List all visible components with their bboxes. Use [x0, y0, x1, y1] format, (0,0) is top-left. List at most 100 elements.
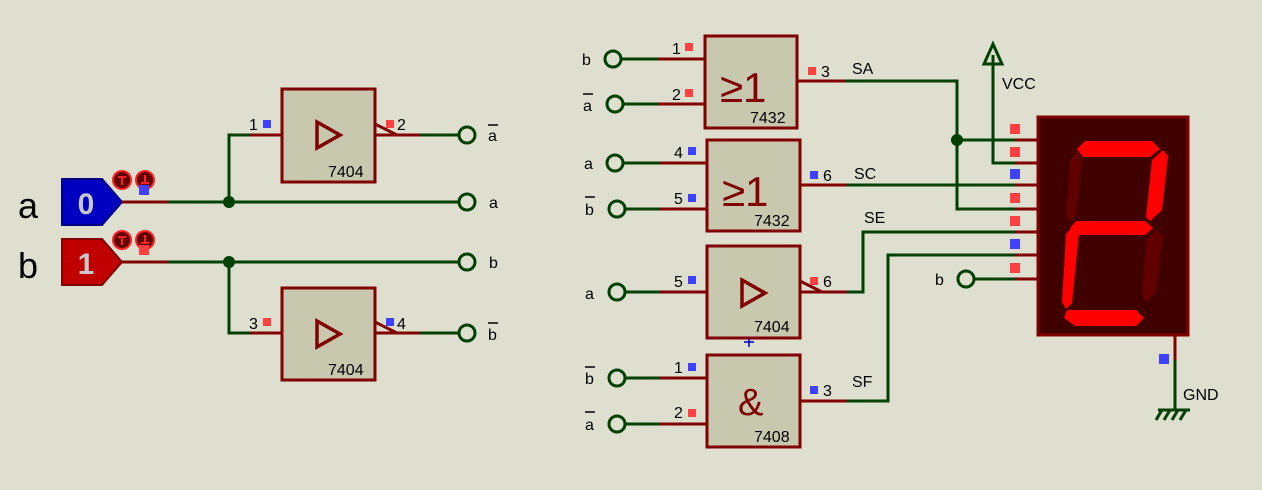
wire-se[interactable]	[847, 230, 1015, 294]
terminal-label: a	[585, 417, 594, 434]
pin-number: 1	[672, 41, 681, 58]
net-label: SA	[852, 61, 874, 78]
segment-f	[1066, 151, 1082, 222]
logic-state-box-b[interactable]	[61, 238, 124, 286]
cursor-crosshair-icon	[744, 339, 754, 347]
pin-state-high	[386, 120, 394, 128]
terminal-input[interactable]	[605, 94, 625, 114]
logic-state-box-a[interactable]	[61, 178, 124, 226]
terminal-label: b	[585, 202, 594, 219]
pin-number: 5	[674, 191, 683, 208]
or-symbol: ≥1	[720, 64, 766, 111]
pin-number: 2	[674, 405, 683, 422]
vcc-power-terminal[interactable]: VCC	[981, 40, 1036, 93]
pin-state-high	[685, 43, 693, 51]
terminal-input[interactable]	[607, 414, 627, 434]
chip-body[interactable]	[703, 34, 799, 130]
gate-7408-sf[interactable]: b 1 a 2 & 7408 3 SF	[585, 353, 873, 449]
left-terminals: a a b b	[457, 124, 498, 344]
pin-state-high	[810, 277, 818, 285]
terminal-a[interactable]	[457, 192, 477, 212]
toggle-down-glyph	[141, 175, 149, 184]
terminal-label: a	[488, 128, 497, 145]
wire-b-to-not[interactable]	[227, 262, 250, 335]
gate-7404-u1b[interactable]: 7404 3 4	[249, 286, 420, 382]
pin-state-high	[808, 67, 816, 75]
chip-body[interactable]	[280, 286, 377, 382]
chip-body[interactable]	[280, 87, 377, 184]
pin-number: 4	[397, 316, 406, 333]
terminal-not-a[interactable]	[457, 125, 477, 145]
routing-wires	[845, 55, 1015, 403]
pin-state-low	[263, 120, 271, 128]
gnd-label: GND	[1183, 387, 1219, 404]
input-label-a: a	[18, 185, 39, 226]
terminal-input[interactable]	[607, 199, 627, 219]
wire-a-to-not[interactable]	[227, 133, 250, 202]
wire-sa[interactable]	[845, 79, 1015, 211]
terminal-not-b[interactable]	[457, 323, 477, 343]
gate-7432-sa[interactable]: b 1 a 2 ≥1 7432 3 SA	[582, 34, 874, 130]
gate-7404-u1a[interactable]: 7404 1 2	[249, 87, 420, 184]
pin-number: 6	[823, 168, 832, 185]
inverter-bubble-mark	[374, 320, 398, 335]
terminal-input[interactable]	[605, 153, 625, 173]
wire-vcc[interactable]	[991, 55, 1015, 165]
terminal-label: a	[489, 195, 498, 212]
pin-number: 3	[823, 383, 832, 400]
pin-state-high	[1010, 124, 1020, 134]
terminal-label: a	[583, 98, 592, 115]
terminal-label: b	[582, 52, 591, 69]
net-label: SC	[854, 166, 876, 183]
terminal-input[interactable]	[603, 49, 623, 69]
pin-state-low	[139, 185, 149, 195]
segment-e	[1062, 225, 1079, 309]
pin-number: 1	[674, 360, 683, 377]
terminal-label: b	[488, 327, 497, 344]
chip-body[interactable]	[705, 353, 802, 449]
terminal-input[interactable]	[607, 368, 627, 388]
logic-input-b[interactable]: b 1	[18, 230, 155, 286]
part-number: 7404	[328, 164, 364, 181]
pin-state-low	[1010, 169, 1020, 179]
buffer-triangle-icon	[740, 277, 769, 309]
pin-number: 6	[823, 274, 832, 291]
pin-number: 2	[672, 87, 681, 104]
toggle-up-glyph	[118, 176, 126, 185]
display-pins	[1010, 124, 1038, 281]
pin-state-low	[386, 318, 394, 326]
pin-number: 3	[821, 64, 830, 81]
pin-number: 5	[674, 274, 683, 291]
pin-state-low	[810, 386, 818, 394]
input-label-b: b	[18, 245, 38, 286]
segment-a	[1077, 141, 1160, 157]
gate-7432-sc[interactable]: a 4 b 5 ≥1 7432 6 SC	[584, 138, 876, 233]
toggle-down-glyph	[141, 235, 149, 244]
chip-body[interactable]	[705, 138, 802, 233]
terminal-label: b	[935, 272, 944, 289]
pin-state-high	[1010, 193, 1020, 203]
gnd-terminal[interactable]: GND	[1154, 360, 1219, 421]
pin-state-low	[1159, 354, 1169, 364]
wire-sf[interactable]	[847, 253, 1015, 403]
terminal-b-display[interactable]	[956, 269, 976, 289]
net-label: SF	[852, 374, 873, 391]
terminal-input[interactable]	[607, 282, 627, 302]
terminal-b[interactable]	[457, 252, 477, 272]
vcc-label: VCC	[1002, 76, 1036, 93]
pin-state-high	[685, 89, 693, 97]
logic-input-a[interactable]: a 0	[18, 170, 155, 226]
terminal-label: a	[585, 286, 594, 303]
junction-dot	[223, 196, 235, 208]
left-wires	[168, 133, 460, 335]
gate-7404-se[interactable]: a 5 7404 6 SE	[585, 210, 885, 340]
inverter-bubble-mark	[799, 279, 823, 294]
buffer-triangle-icon	[315, 318, 344, 350]
toggle-up-glyph	[118, 236, 126, 245]
chip-body[interactable]	[705, 244, 802, 340]
pin-number: 3	[249, 316, 258, 333]
and-symbol: &	[738, 382, 763, 424]
pin-state-low	[688, 147, 696, 155]
ground-icon	[1154, 408, 1190, 421]
seven-segment-display[interactable]	[1010, 115, 1190, 364]
